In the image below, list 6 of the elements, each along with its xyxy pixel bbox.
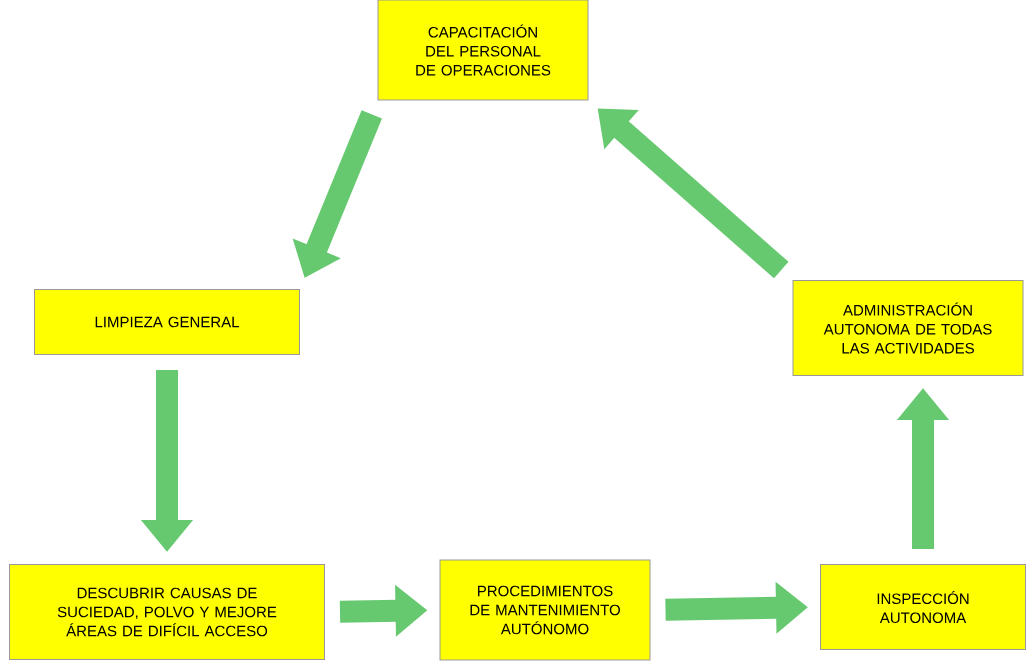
process-box: DESCUBRIR CAUSAS DE SUCIEDAD, POLVO Y MEJORE ÁREAS DE DIFÍCIL ACCESO [9, 564, 325, 660]
process-box: INSPECCIÓN AUTONOMA [820, 564, 1026, 650]
process-box: PROCEDIMIENTOS DE MANTENIMIENTO AUTÓNOMO [439, 559, 651, 661]
process-box: CAPACITACIÓN DEL PERSONAL DE OPERACIONES [377, 0, 589, 101]
process-box: LIMPIEZA GENERAL [34, 289, 300, 355]
process-box: ADMINISTRACIÓN AUTONOMA DE TODAS LAS ACTIVIDADES [792, 280, 1024, 376]
